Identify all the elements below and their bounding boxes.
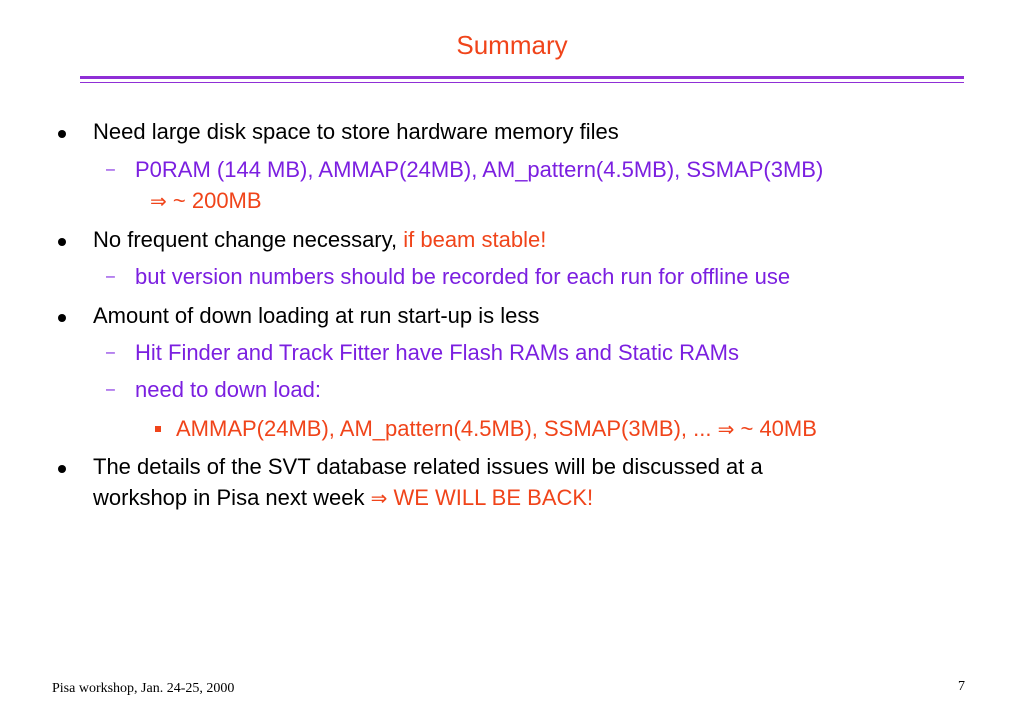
bullet-down-loading: Amount of down loading at run start-up i… [93,303,540,328]
maps-result: ~ 40MB [740,416,817,441]
bullet-svt-database-cont: workshop in Pisa next week ⇒ WE WILL BE … [93,485,593,511]
bullet-no-frequent-change: No frequent change necessary, if beam st… [93,227,546,253]
sub-bullet-total: ⇒ ~ 200MB [150,188,262,214]
sub-bullet-dash: – [106,161,115,178]
sub-bullet-flash-rams: Hit Finder and Track Fitter have Flash R… [135,340,739,365]
total-size: ~ 200MB [172,188,262,213]
bullet-highlight: WE WILL BE BACK! [393,485,594,510]
sub-bullet-dash: – [106,268,115,285]
bullet-dot [58,465,66,473]
sub-sub-bullet-square [155,426,161,432]
bullet-disk-space: Need large disk space to store hardware … [93,119,619,144]
sub-bullet-version-numbers: but version numbers should be recorded f… [135,264,791,289]
page-number: 7 [958,679,965,694]
implies-arrow-icon: ⇒ [717,417,735,441]
implies-arrow-icon: ⇒ [370,486,388,510]
title-divider [80,76,964,79]
bullet-dot [58,238,66,246]
footer-text: Pisa workshop, Jan. 24-25, 2000 [52,681,235,696]
sub-bullet-memory-sizes: P0RAM (144 MB), AMMAP(24MB), AM_pattern(… [135,157,824,182]
sub-sub-bullet-maps: AMMAP(24MB), AM_pattern(4.5MB), SSMAP(3M… [176,416,817,442]
implies-arrow-icon: ⇒ [150,189,167,213]
slide-title: Summary [456,30,568,60]
bullet-text: No frequent change necessary, [93,227,404,252]
title-divider-thin [80,82,964,83]
bullet-highlight: if beam stable! [403,227,547,252]
bullet-svt-database: The details of the SVT database related … [93,454,763,479]
sub-bullet-down-load: need to down load: [135,377,321,402]
bullet-text: workshop in Pisa next week [93,485,365,510]
sub-bullet-dash: – [106,344,115,361]
bullet-dot [58,314,66,322]
maps-text: AMMAP(24MB), AM_pattern(4.5MB), SSMAP(3M… [176,416,712,441]
bullet-dot [58,130,66,138]
sub-bullet-dash: – [106,381,115,398]
